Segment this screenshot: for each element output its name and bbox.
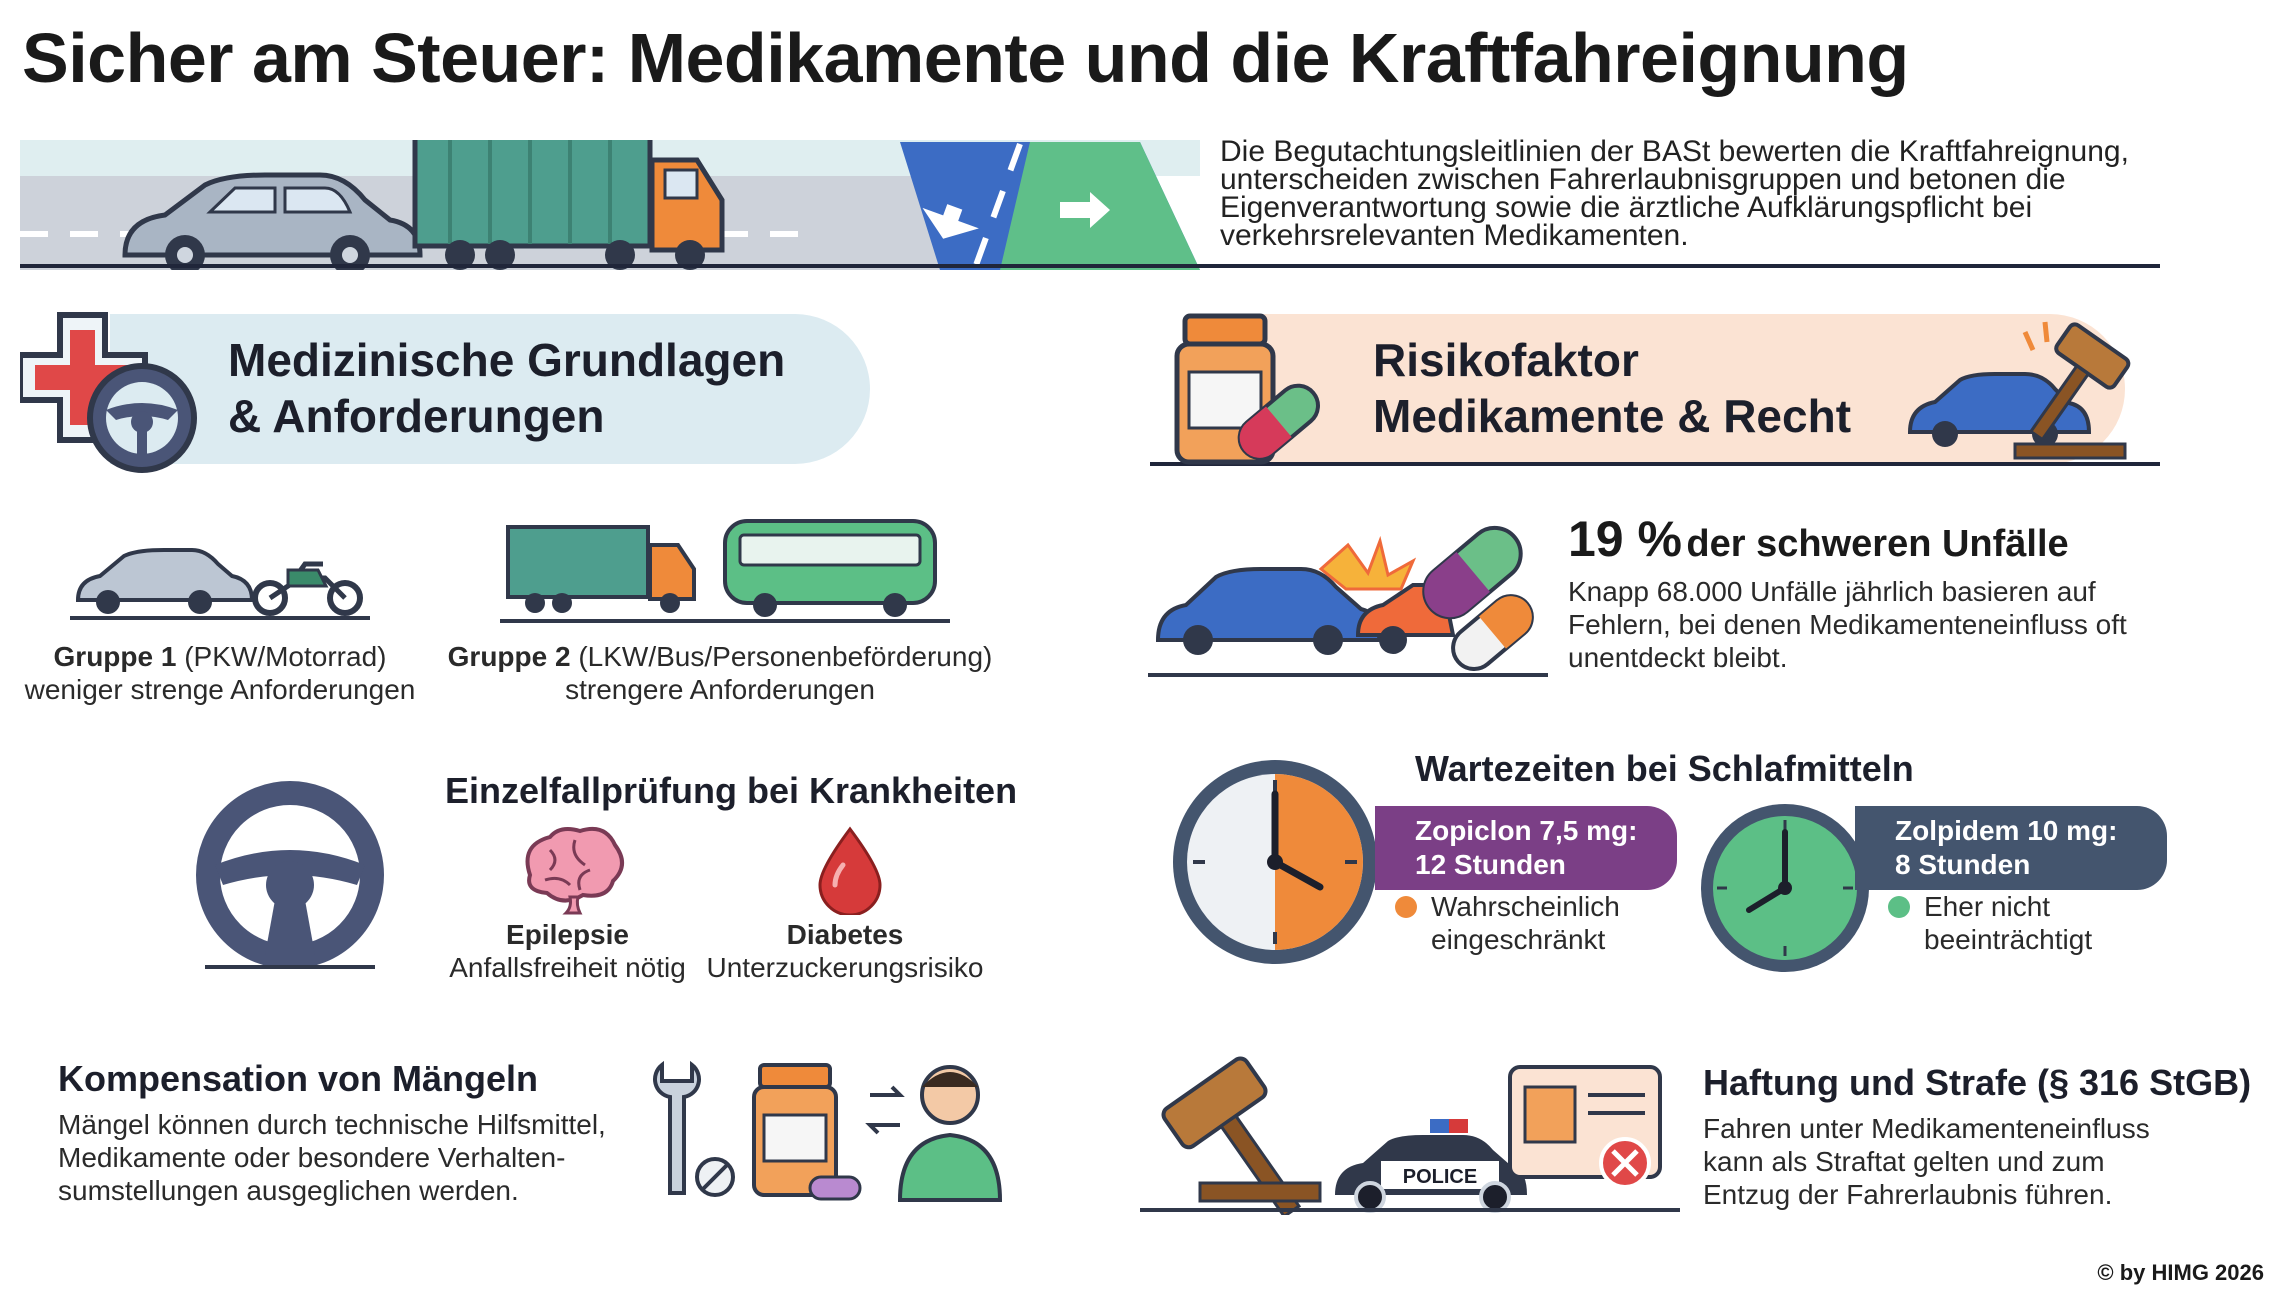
zolpidem-status: Eher nicht beeinträchtigt [1888,890,2092,956]
group2-label: Gruppe 2 (LKW/Bus/Personenbeförderung) s… [440,640,1000,706]
police-label: POLICE [1403,1166,1477,1188]
medicine-bottle-icon [1165,310,1335,470]
zolpidem-hours: 8 Stunden [1895,849,2031,880]
clock-8h-icon [1695,798,1875,978]
orange-dot-icon [1395,896,1417,918]
banner-divider [20,264,2160,268]
waiting-title: Wartezeiten bei Schlafmitteln [1415,748,1914,789]
zopiclon-dose: Zopiclon 7,5 mg: [1415,815,1638,846]
epilepsy-note: Anfallsfreiheit nötig [449,952,686,983]
steering-wheel-icon [195,780,385,970]
zolpidem-dose: Zolpidem 10 mg: [1895,815,2118,846]
zolpidem-badge: Zolpidem 10 mg: 8 Stunden [1855,806,2167,890]
road-banner [20,140,1200,270]
liability-text: Fahren unter Medikamenteneinfluss kann a… [1703,1113,2150,1210]
group1-label: Gruppe 1 (PKW/Motorrad) weniger strenge … [20,640,420,706]
accidents-title: der schweren Unfälle [1686,523,2069,565]
zopiclon-hours: 12 Stunden [1415,849,1566,880]
group1-vehicles-icon [70,540,370,620]
zopiclon-status-line2: eingeschränkt [1431,924,1606,955]
zopiclon-status: Wahrscheinlich eingeschränkt [1395,890,1620,956]
copyright: © by HIMG 2026 [2097,1260,2264,1285]
group1-name: Gruppe 1 [53,641,177,672]
accidents-value: 19 % [1568,511,1682,567]
accidents-text: Knapp 68.000 Unfälle jährlich basieren a… [1568,576,2127,673]
zopiclon-status-line1: Wahrscheinlich [1431,891,1620,922]
accidents-heading: 19 % der schweren Unfälle [1568,510,2069,568]
group1-detail: (PKW/Motorrad) [184,641,387,672]
liability-title: Haftung und Strafe (§ 316 StGB) [1703,1062,2252,1103]
left-header-line1: Medizinische Grundlagen [228,334,786,386]
compensation-icons [640,1055,1020,1205]
left-header-line2: & Anforderungen [228,390,605,442]
brain-icon [515,825,625,915]
zolpidem-status-line1: Eher nicht [1924,891,2051,922]
crash-pills-icon [1148,505,1548,680]
group2-vehicles-icon [500,515,950,625]
clock-12h-icon [1165,752,1385,972]
page-title: Sicher am Steuer: Medikamente und die Kr… [22,19,1909,97]
right-header-line1: Risikofaktor [1373,334,1639,386]
medical-steering-icon [20,310,200,480]
diabetes-name: Diabetes [786,919,904,950]
green-dot-icon [1888,896,1910,918]
diabetes-label: Diabetes Unterzuckerungsrisiko [700,918,990,984]
right-header-line2: Medikamente & Recht [1373,390,1852,442]
gavel-car-icon [1905,312,2165,462]
liability-icons: POLICE [1140,1055,1680,1215]
epilepsy-label: Epilepsie Anfallsfreiheit nötig [430,918,705,984]
right-header-title: Risikofaktor Medikamente & Recht [1373,332,1851,444]
single-case-title: Einzelfallprüfung bei Krankheiten [445,770,1018,811]
right-header-underline [1150,462,2160,466]
compensation-text: Mängel können durch technische Hilfsmitt… [58,1109,606,1206]
compensation-title: Kompensation von Mängeln [58,1058,539,1099]
group1-requirement: weniger strenge Anforderungen [24,674,416,705]
left-header-pill [110,314,870,464]
left-header-title: Medizinische Grundlagen & Anforderungen [228,332,785,444]
zolpidem-status-line2: beeinträchtigt [1924,924,2093,955]
group2-detail: (LKW/Bus/Personenbeförderung) [578,641,993,672]
group2-name: Gruppe 2 [447,641,571,672]
epilepsy-name: Epilepsie [506,919,629,950]
group2-requirement: strengere Anforderungen [565,674,875,705]
blood-drop-icon [815,825,885,915]
intro-text: Die Begutachtungsleitlinien der BASt bew… [1220,135,2129,252]
diabetes-note: Unterzuckerungsrisiko [706,952,984,983]
zopiclon-badge: Zopiclon 7,5 mg: 12 Stunden [1375,806,1677,890]
